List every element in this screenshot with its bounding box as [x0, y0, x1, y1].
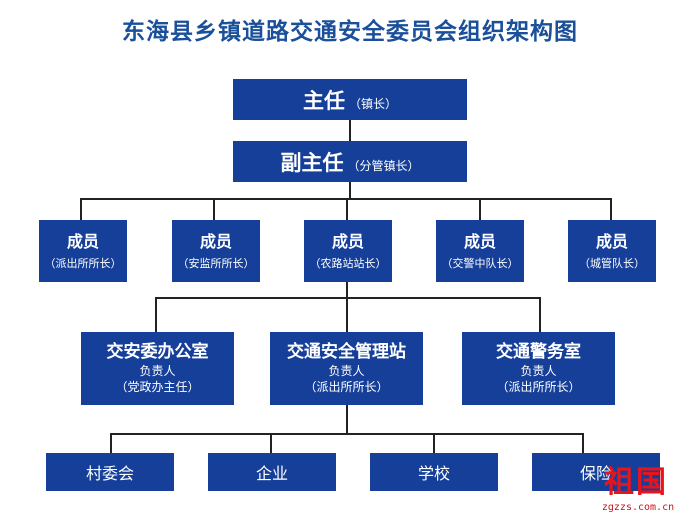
watermark-url: zgzzs.com.cn: [601, 502, 675, 513]
member-role: 成员: [595, 231, 628, 251]
unit-box: 保险: [532, 453, 660, 491]
connector-unit-4: [582, 433, 584, 453]
member-note: （派出所所长）: [44, 256, 122, 270]
deputy-role: 副主任: [280, 150, 344, 175]
department-note: （派出所所长）: [496, 380, 581, 394]
member-note: （安监所所长）: [177, 256, 255, 270]
chart-title: 东海县乡镇道路交通安全委员会组织架构图: [122, 19, 578, 45]
unit-box: 村委会: [46, 453, 174, 491]
connector-departments-units: [346, 405, 348, 435]
unit-label: 企业: [255, 464, 288, 483]
director-note: （镇长）: [348, 96, 397, 111]
connector-member-1: [80, 198, 82, 220]
connector-deputy-members: [349, 182, 351, 199]
member-role: 成员: [463, 231, 496, 251]
member-role: 成员: [331, 231, 364, 251]
member-box: 成员 （安监所所长）: [172, 220, 260, 282]
department-name: 交通警务室: [496, 342, 581, 362]
department-responsible: 负责人: [520, 364, 557, 378]
connector-member-5: [610, 198, 612, 220]
connector-unit-1: [110, 433, 112, 453]
department-box: 交通警务室 负责人 （派出所所长）: [462, 332, 615, 405]
department-name: 交安委办公室: [106, 342, 209, 362]
connector-unit-3: [433, 433, 435, 453]
department-note: （派出所所长）: [304, 380, 389, 394]
member-note: （交警中队长）: [441, 256, 519, 270]
member-box: 成员 （交警中队长）: [436, 220, 524, 282]
department-box: 交通安全管理站 负责人 （派出所所长）: [270, 332, 423, 405]
director-role: 主任: [302, 88, 345, 113]
connector-member-2: [213, 198, 215, 220]
connector-member-4: [479, 198, 481, 220]
member-box: 成员 （派出所所长）: [39, 220, 127, 282]
member-role: 成员: [199, 231, 232, 251]
connector-department-3: [539, 297, 541, 332]
connector-department-2: [346, 297, 348, 332]
deputy-box: 副主任 （分管镇长）: [233, 141, 467, 182]
member-role: 成员: [66, 231, 99, 251]
department-box: 交安委办公室 负责人 （党政办主任）: [81, 332, 234, 405]
department-note: （党政办主任）: [115, 380, 200, 394]
deputy-note: （分管镇长）: [347, 158, 420, 173]
watermark-logo: 祖国: [604, 465, 668, 500]
connector-unit-2: [270, 433, 272, 453]
director-box: 主任 （镇长）: [233, 79, 467, 120]
connector-department-1: [155, 297, 157, 332]
unit-label: 村委会: [85, 464, 134, 483]
connector-member-3: [346, 198, 348, 220]
unit-box: 学校: [370, 453, 498, 491]
department-name: 交通安全管理站: [287, 342, 406, 362]
member-box: 成员 （农路站站长）: [304, 220, 392, 282]
member-note: （城管队长）: [579, 256, 645, 270]
department-responsible: 负责人: [328, 364, 365, 378]
connector-departments-bus: [155, 297, 541, 299]
department-responsible: 负责人: [139, 364, 176, 378]
member-box: 成员 （城管队长）: [568, 220, 656, 282]
connector-units-bus: [110, 433, 584, 435]
member-note: （农路站站长）: [309, 256, 387, 270]
connector-director-deputy: [349, 120, 351, 141]
unit-box: 企业: [208, 453, 336, 491]
unit-label: 学校: [417, 464, 450, 483]
unit-label: 保险: [579, 464, 612, 483]
connector-members-departments: [346, 282, 348, 299]
